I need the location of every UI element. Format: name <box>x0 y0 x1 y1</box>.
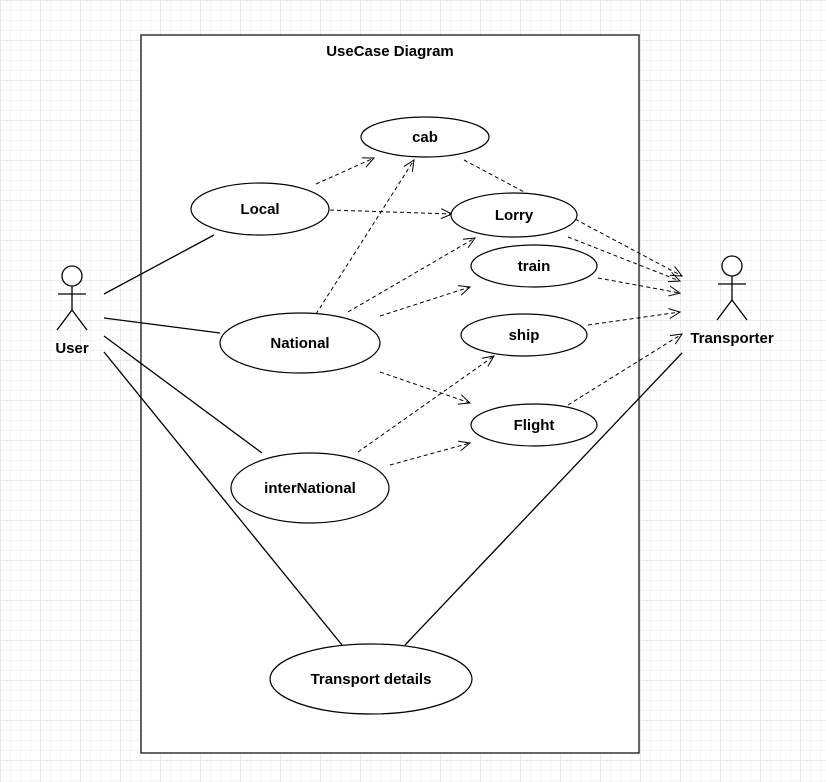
system-boundary[interactable]: UseCase Diagram <box>140 34 640 754</box>
actor-transporter-label: Transporter <box>690 330 774 347</box>
association-user-transport-details[interactable] <box>103 351 343 646</box>
use-case-cab[interactable]: cab <box>360 116 490 158</box>
use-case-ship[interactable]: ship <box>460 313 588 357</box>
actor-user[interactable]: User <box>55 265 89 357</box>
dependency-lorry-transporter[interactable] <box>567 236 682 283</box>
actor-transporter[interactable]: Transporter <box>690 255 774 347</box>
use-case-cab-label: cab <box>412 129 438 146</box>
use-case-international-label: interNational <box>264 480 356 497</box>
stick-figure-icon <box>716 255 748 321</box>
use-case-lorry-label: Lorry <box>495 207 534 224</box>
dependency-national-train[interactable] <box>379 285 472 317</box>
use-case-international[interactable]: interNational <box>230 452 390 524</box>
actor-user-label: User <box>55 340 89 357</box>
dependency-national-flight[interactable] <box>379 371 472 405</box>
use-case-ship-label: ship <box>509 327 540 344</box>
association-user-national[interactable] <box>103 317 221 334</box>
association-transporter-transport-details[interactable] <box>404 352 683 646</box>
stick-figure-icon <box>56 265 88 331</box>
dependency-cab-transporter[interactable] <box>463 159 684 277</box>
use-case-transport-details-label: Transport details <box>311 671 432 688</box>
use-case-transport-details[interactable]: Transport details <box>269 643 473 715</box>
use-case-flight[interactable]: Flight <box>470 403 598 447</box>
association-user-international[interactable] <box>103 335 263 454</box>
dependency-national-cab[interactable] <box>315 158 415 315</box>
dependency-local-lorry[interactable] <box>329 208 454 220</box>
system-boundary-title: UseCase Diagram <box>326 43 454 60</box>
association-user-local[interactable] <box>103 234 215 295</box>
dependency-flight-transporter[interactable] <box>567 333 684 406</box>
use-case-local-label: Local <box>240 201 279 218</box>
use-case-flight-label: Flight <box>514 417 555 434</box>
use-case-train-label: train <box>518 258 551 275</box>
dependency-local-cab[interactable] <box>315 157 376 185</box>
use-case-train[interactable]: train <box>470 244 598 288</box>
use-case-national[interactable]: National <box>219 312 381 374</box>
use-case-lorry[interactable]: Lorry <box>450 192 578 238</box>
dependency-national-lorry[interactable] <box>347 237 477 313</box>
dependency-ship-transporter[interactable] <box>587 308 682 326</box>
use-case-national-label: National <box>270 335 329 352</box>
use-case-local[interactable]: Local <box>190 182 330 236</box>
